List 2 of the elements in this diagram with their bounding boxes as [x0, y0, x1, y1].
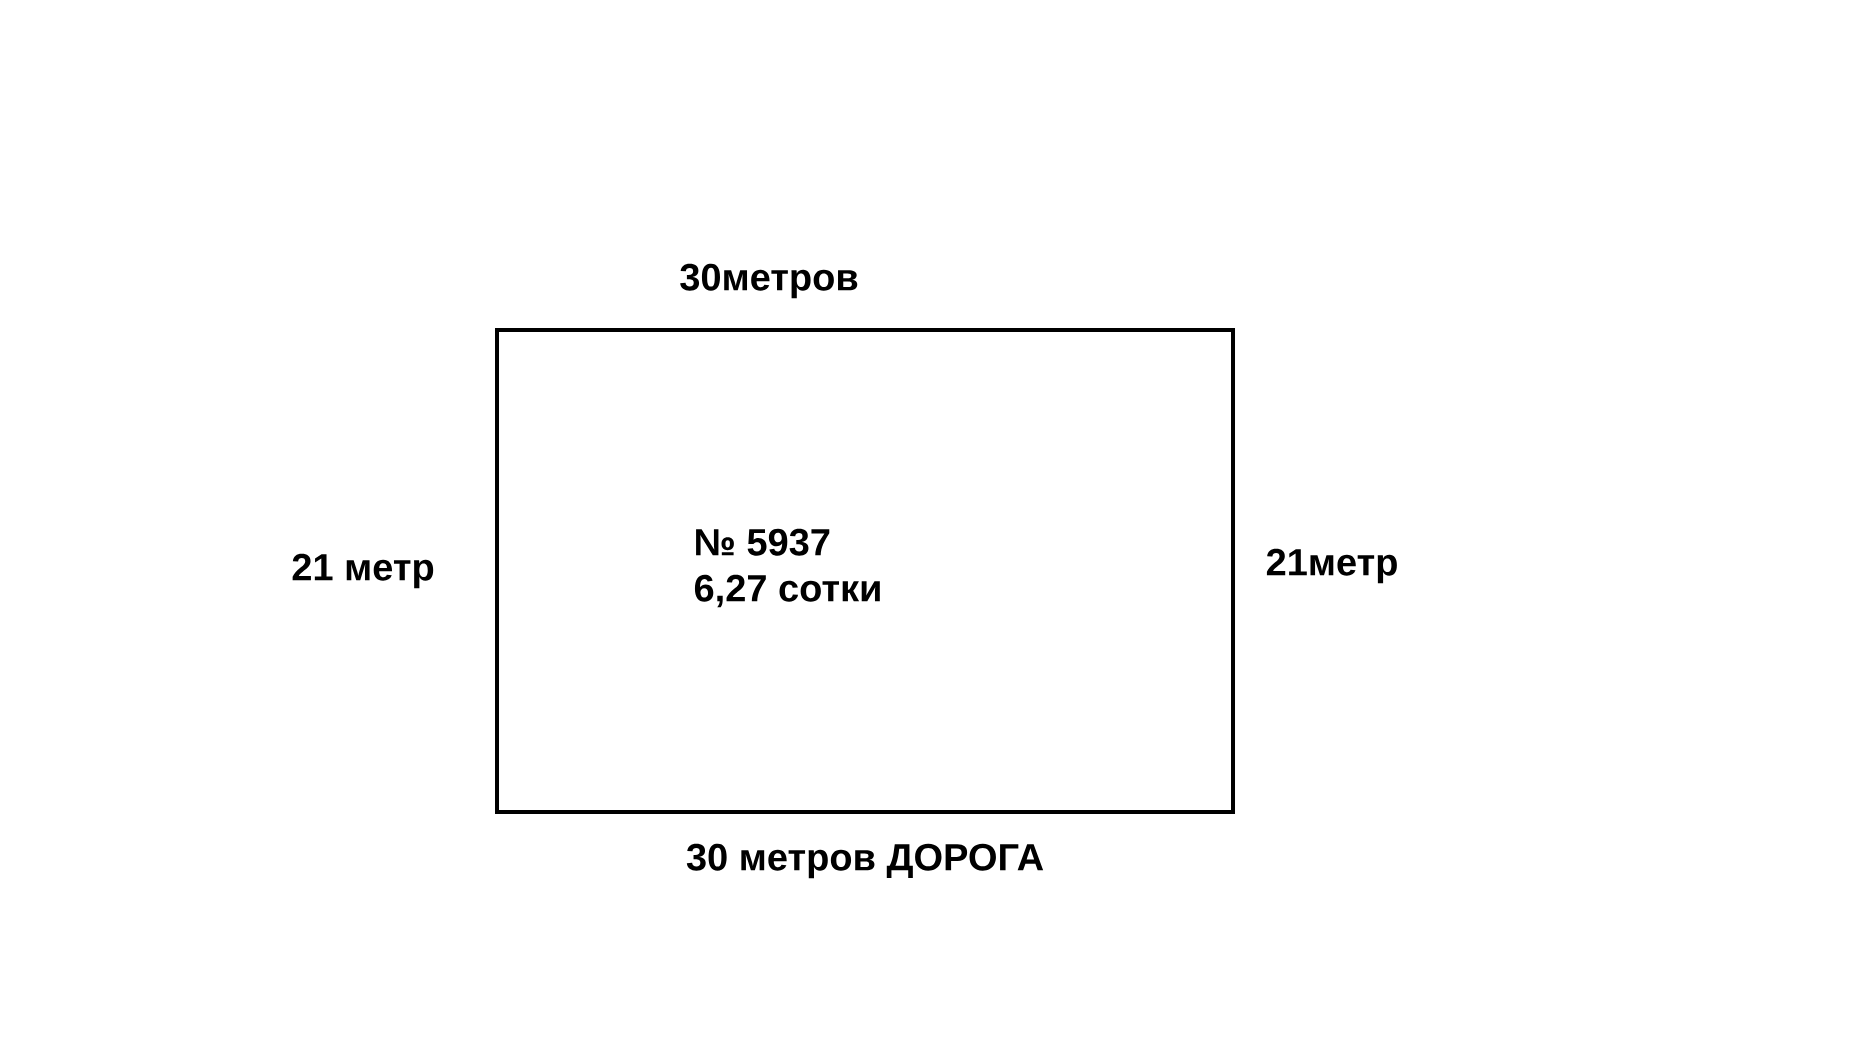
dimension-label: 21 метр: [292, 553, 434, 589]
plot-box: № 5937 6,27 сотки: [495, 328, 1235, 814]
